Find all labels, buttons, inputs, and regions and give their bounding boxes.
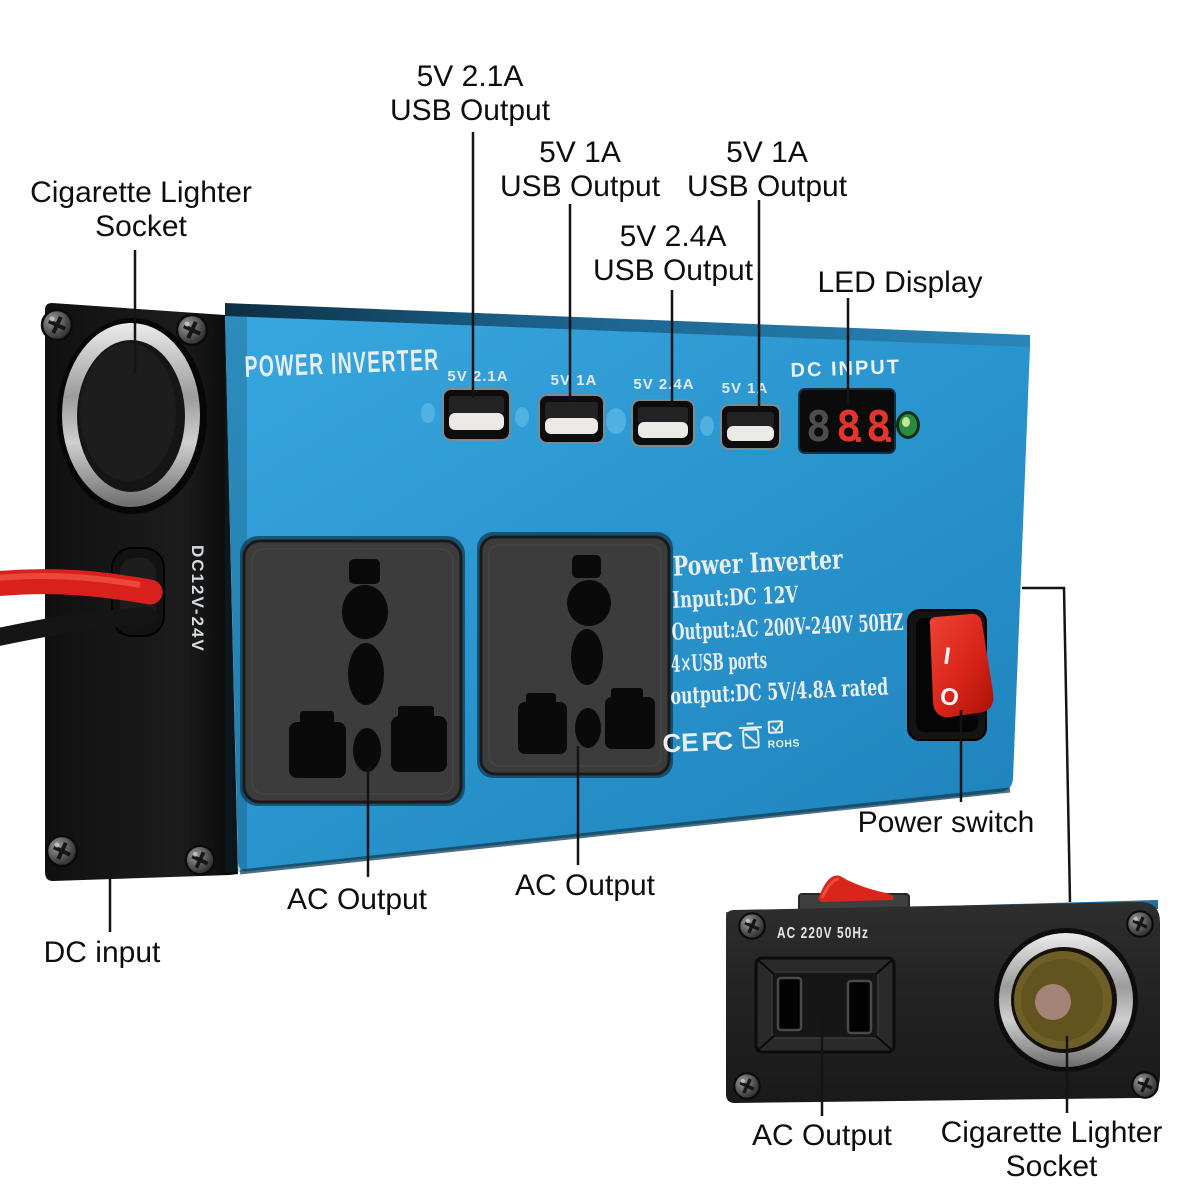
face-reflection-dots xyxy=(421,403,714,436)
label-line: 5V 1A xyxy=(539,136,621,169)
usb-ports xyxy=(442,388,781,450)
callout-lines xyxy=(108,132,1072,1116)
screw-icon xyxy=(737,911,767,941)
label-cigarette-lighter-socket-bottom: Cigarette Lighter Socket xyxy=(929,1116,1174,1184)
label-usb-output-3: 5V 1A USB Output xyxy=(677,136,857,204)
label-ac-output-left: AC Output xyxy=(282,883,432,917)
rocker-red xyxy=(929,613,994,718)
label-line: AC Output xyxy=(514,869,656,902)
usb-port-label: 5V 1A xyxy=(722,380,769,397)
label-power-switch: Power switch xyxy=(856,806,1036,840)
screw-icon xyxy=(1125,909,1155,939)
label-usb-output-1: 5V 2.1A USB Output xyxy=(380,60,560,128)
label-usb-output-4: 5V 2.4A USB Output xyxy=(583,220,763,288)
end-panel-unit: AC 220V 50Hz xyxy=(726,875,1160,1103)
socket-holes xyxy=(289,559,447,778)
main-inverter-unit: DC12V-24V POWER INVERTER 5V 2.1A 5V 1A 5… xyxy=(0,303,1030,881)
label-line: USB Output xyxy=(686,169,848,203)
label-line: Cigarette Lighter xyxy=(30,176,252,209)
side-voltage-text: DC12V-24V xyxy=(188,545,207,653)
led-digit: 8 xyxy=(866,402,891,451)
label-line: DC input xyxy=(43,936,161,969)
label-line: AC Output xyxy=(286,883,428,916)
usb-port-label: 5V 1A xyxy=(551,372,598,389)
power-rocker-switch: I O xyxy=(907,609,994,741)
screw-icon xyxy=(183,843,217,877)
rohs-mark: ROHS xyxy=(767,737,800,750)
usb-port-label: 5V 2.4A xyxy=(633,376,694,393)
label-line: Cigarette Lighter xyxy=(940,1116,1163,1149)
ac-outlet-end-panel xyxy=(754,956,896,1054)
weee-bin-icon xyxy=(738,722,762,749)
label-line: 5V 1A xyxy=(726,136,808,169)
label-line: AC Output xyxy=(751,1119,893,1152)
ce-mark: CE xyxy=(662,727,699,759)
spec-title: Power Inverter xyxy=(672,544,844,582)
display-label: DC INPUT xyxy=(790,356,901,382)
label-usb-output-2: 5V 1A USB Output xyxy=(490,136,670,204)
screw-icon xyxy=(40,308,74,342)
screw-icon xyxy=(732,1071,762,1101)
power-led-green xyxy=(896,411,920,439)
outlet-slot xyxy=(846,979,873,1035)
usb-port-labels: 5V 2.1A 5V 1A 5V 2.4A 5V 1A xyxy=(447,368,769,397)
spec-line: 4×USB ports xyxy=(670,647,767,678)
panel-rating-text: AC 220V 50Hz xyxy=(777,925,869,942)
label-line: USB Output xyxy=(592,253,754,287)
usb-port xyxy=(631,399,695,447)
ac-socket-right xyxy=(477,532,673,778)
switch-on-mark: I xyxy=(942,643,952,671)
callout-line xyxy=(1022,586,1072,903)
socket-holes xyxy=(518,555,655,754)
screw-icon xyxy=(45,834,79,868)
dc-input-wires xyxy=(0,547,165,646)
red-wire xyxy=(0,569,163,605)
label-ac-output-bottom: AC Output xyxy=(747,1119,897,1153)
usb-port xyxy=(720,404,781,450)
cigarette-lighter-socket-end xyxy=(994,928,1138,1072)
label-cigarette-lighter-socket-top: Cigarette Lighter Socket xyxy=(11,176,271,244)
brand-text: POWER INVERTER xyxy=(244,344,440,384)
screw-icon xyxy=(1130,1070,1160,1100)
led-decimal-point xyxy=(886,437,891,442)
led-digit: 8 xyxy=(806,402,831,451)
inverter-top-face xyxy=(225,303,1030,348)
led-decimal-point xyxy=(856,437,861,442)
label-ac-output-right: AC Output xyxy=(510,869,660,903)
label-line: USB Output xyxy=(389,93,551,127)
usb-port xyxy=(538,394,605,444)
label-dc-input: DC input xyxy=(32,936,172,970)
black-wire xyxy=(0,607,157,646)
screw-icon xyxy=(175,313,209,347)
switch-off-mark: O xyxy=(938,683,960,712)
usb-port-label: 5V 2.1A xyxy=(447,368,508,385)
label-led-display: LED Display xyxy=(810,266,990,300)
fcc-mark: FC xyxy=(701,725,734,756)
label-line: LED Display xyxy=(817,266,983,299)
cigarette-lighter-socket-front xyxy=(57,318,207,514)
label-line: Socket xyxy=(95,209,187,243)
label-line: Power switch xyxy=(857,806,1035,839)
outlet-slot xyxy=(776,976,803,1032)
spec-text-block: Power Inverter Input:DC 12V Output:AC 20… xyxy=(662,544,904,759)
label-line: 5V 2.4A xyxy=(619,220,727,253)
usb-port xyxy=(442,388,511,441)
rohs-check-icon xyxy=(767,720,784,734)
label-line: USB Output xyxy=(499,169,661,203)
ac-socket-left xyxy=(240,536,465,806)
label-line: 5V 2.1A xyxy=(416,60,524,93)
end-panel-switch xyxy=(798,875,910,912)
label-line: Socket xyxy=(1005,1149,1098,1183)
spec-line: Input:DC 12V xyxy=(672,581,800,614)
certification-marks: CE FC ROHS xyxy=(662,720,800,759)
led-digit: 8 xyxy=(836,402,861,451)
